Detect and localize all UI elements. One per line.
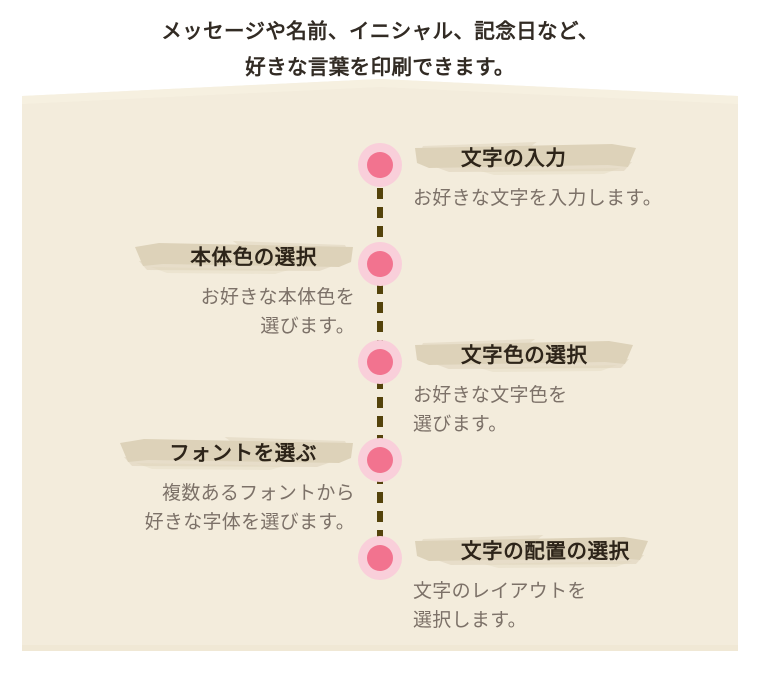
step-title: 本体色の選択	[190, 246, 317, 269]
timeline-step-5: 文字の配置の選択文字のレイアウトを 選択します。	[413, 534, 713, 635]
step-title-banner: フォントを選ぶ	[110, 436, 355, 472]
brush-stroke-highlight	[120, 437, 353, 470]
header-line-1: メッセージや名前、イニシャル、記念日など、	[161, 20, 599, 43]
page-header: メッセージや名前、イニシャル、記念日など、 好きな言葉を印刷できます。	[0, 0, 760, 86]
timeline-step-4: フォントを選ぶ複数あるフォントから 好きな字体を選びます。	[110, 436, 355, 537]
step-description: お好きな文字を入力します。	[413, 188, 663, 209]
brush-stroke-highlight	[415, 339, 633, 372]
brush-stroke-highlight	[135, 241, 353, 274]
brush-stroke-highlight	[415, 535, 648, 568]
step-description: 複数あるフォントから 好きな字体を選びます。	[144, 483, 355, 533]
step-title: 文字の配置の選択	[461, 540, 630, 563]
timeline-node-1	[358, 143, 402, 187]
step-description: お好きな文字色を 選びます。	[413, 385, 568, 435]
step-title-banner: 文字の入力	[413, 141, 713, 177]
header-line-2: 好きな言葉を印刷できます。	[245, 56, 515, 79]
step-title: 文字の入力	[461, 147, 567, 170]
brush-stroke-highlight	[415, 142, 636, 175]
timeline-node-5	[358, 536, 402, 580]
step-description: お好きな本体色を 選びます。	[200, 287, 355, 337]
timeline-node-4	[358, 438, 402, 482]
step-title-banner: 文字色の選択	[413, 338, 713, 374]
timeline-node-2	[358, 242, 402, 286]
timeline-step-3: 文字色の選択お好きな文字色を 選びます。	[413, 338, 713, 439]
timeline-step-2: 本体色の選択お好きな本体色を 選びます。	[110, 240, 355, 341]
step-description: 文字のレイアウトを 選択します。	[413, 581, 587, 631]
step-title-banner: 本体色の選択	[110, 240, 355, 276]
step-title-banner: 文字の配置の選択	[413, 534, 713, 570]
step-title: 文字色の選択	[461, 344, 588, 367]
timeline-step-1: 文字の入力お好きな文字を入力します。	[413, 141, 713, 213]
step-title: フォントを選ぶ	[169, 442, 317, 465]
timeline-node-3	[358, 340, 402, 384]
